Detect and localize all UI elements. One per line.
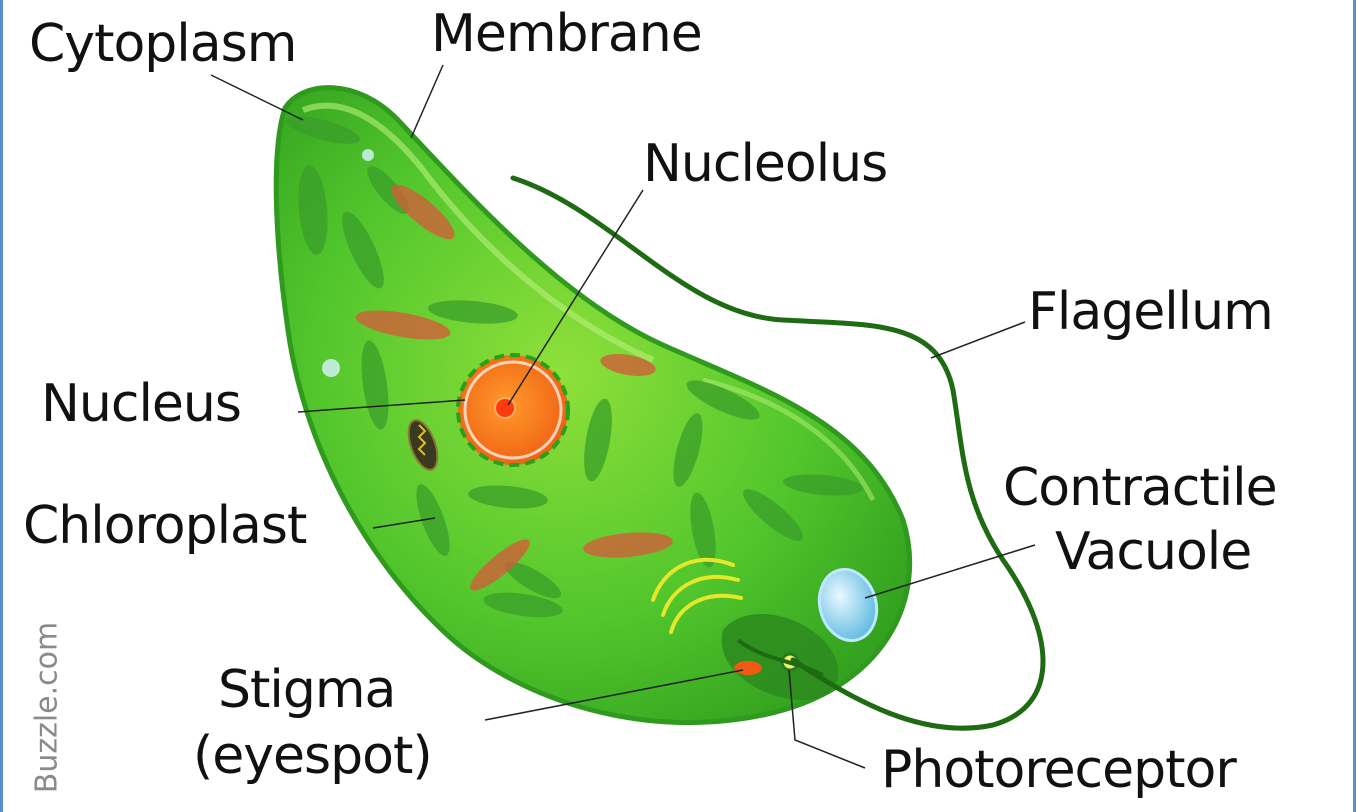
label-flagellum: Flagellum [1028, 286, 1273, 338]
label-photoreceptor: Photoreceptor [881, 744, 1236, 796]
label-eyespot: (eyespot) [193, 730, 432, 782]
label-stigma: Stigma [218, 664, 395, 716]
label-vacuole: Vacuole [1055, 526, 1251, 578]
label-chloroplast: Chloroplast [23, 500, 306, 552]
label-nucleus: Nucleus [41, 378, 241, 430]
label-nucleolus: Nucleolus [643, 138, 887, 190]
watermark: Buzzle.com [29, 622, 64, 794]
label-cytoplasm: Cytoplasm [29, 18, 296, 70]
nucleolus [495, 398, 515, 418]
leader-cytoplasm [211, 75, 303, 120]
label-membrane: Membrane [431, 8, 702, 60]
vesicle [362, 149, 374, 161]
vesicle [322, 359, 340, 377]
leader-flagellum [931, 322, 1025, 358]
leader-membrane [411, 65, 443, 138]
label-contractile: Contractile [1003, 462, 1277, 514]
stigma [734, 661, 762, 675]
